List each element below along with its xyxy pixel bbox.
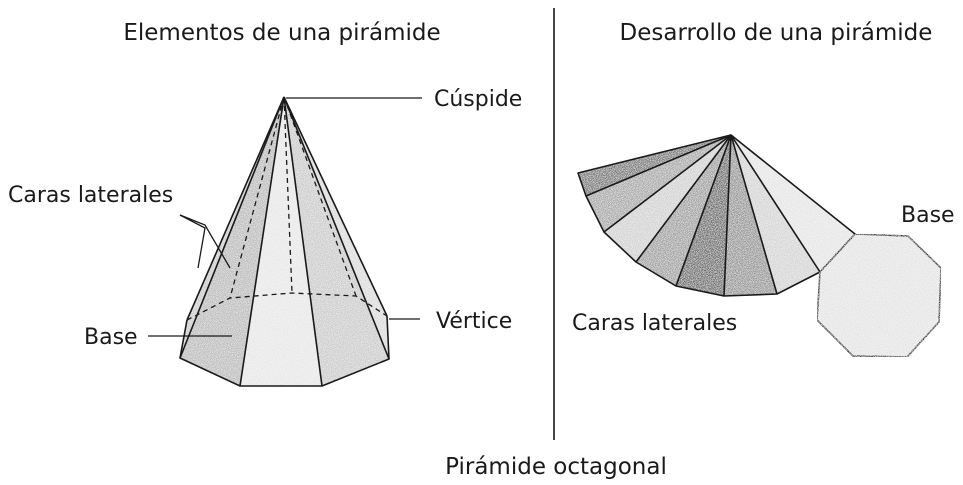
net-face bbox=[724, 135, 777, 296]
pyramid-hidden-edge bbox=[186, 292, 388, 321]
net-face bbox=[604, 135, 731, 262]
net-octagon-base bbox=[816, 233, 942, 358]
net-fold-line bbox=[635, 134, 732, 263]
net-fold-line bbox=[730, 134, 821, 273]
pyramid-base-edge bbox=[179, 315, 390, 387]
pyramid-lateral-edge bbox=[179, 96, 285, 359]
net-fold-line bbox=[675, 134, 732, 287]
net-face bbox=[731, 135, 855, 272]
pyramid-net bbox=[577, 134, 942, 358]
pyramid-faces bbox=[180, 97, 389, 386]
pyramid-lateral-edge bbox=[239, 96, 285, 387]
net-face bbox=[731, 135, 820, 294]
net-fold-line bbox=[730, 134, 778, 295]
pyramid-lateral-edge bbox=[283, 96, 388, 317]
left-title: Elementos de una pirámide bbox=[123, 20, 440, 46]
net-fold-line bbox=[723, 134, 732, 297]
net-fold-line bbox=[603, 134, 732, 233]
net-lateral-faces bbox=[578, 135, 855, 296]
net-face bbox=[636, 135, 731, 286]
pyramid-face-front-left bbox=[180, 97, 284, 386]
net-face bbox=[676, 135, 731, 296]
label-lateral-faces: Caras laterales bbox=[8, 183, 173, 208]
pyramid-lateral-edge bbox=[283, 96, 323, 387]
pyramid-face-front bbox=[240, 97, 322, 386]
label-base: Base bbox=[84, 325, 138, 350]
net-fold-line bbox=[585, 134, 732, 197]
pyramid-hidden-edge bbox=[229, 96, 285, 299]
net-face bbox=[586, 135, 731, 232]
net-label-base: Base bbox=[901, 203, 955, 228]
label-vertex: Vértice bbox=[436, 309, 512, 334]
leader-lateral-faces-2 bbox=[179, 214, 206, 269]
pyramid-lateral-edge bbox=[283, 96, 390, 360]
bottom-title: Pirámide octagonal bbox=[445, 454, 667, 480]
pyramid-hidden-edge bbox=[283, 96, 293, 294]
pyramid-3d bbox=[179, 96, 390, 387]
leader-lateral-faces-1 bbox=[179, 214, 231, 269]
pyramid-lateral-edge bbox=[186, 96, 285, 321]
right-title: Desarrollo de una pirámide bbox=[620, 20, 933, 46]
net-label-lateral-faces: Caras laterales bbox=[572, 311, 737, 336]
label-apex: Cúspide bbox=[434, 87, 522, 112]
